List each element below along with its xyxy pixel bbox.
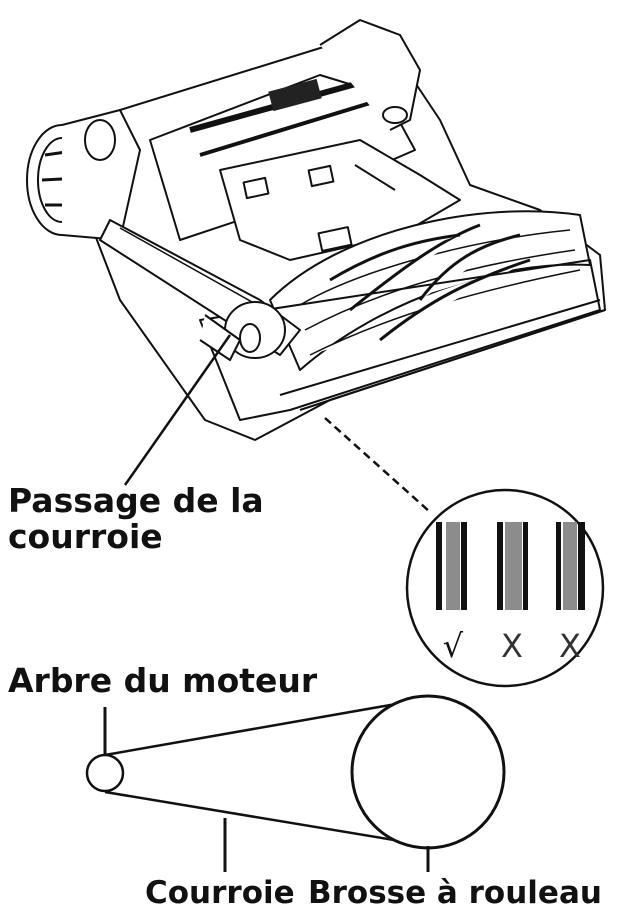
belt-path-leader-line xyxy=(123,334,232,486)
belt-path-label: Passage de la courroie xyxy=(8,481,275,556)
vacuum-brush-head-drawing xyxy=(26,19,606,441)
belt-path-label-line1: Passage de la xyxy=(8,481,264,520)
belt-path-label-line2: courroie xyxy=(8,517,163,556)
belt-wear-gauge: √ X X xyxy=(405,488,605,688)
check-mark-icon: √ xyxy=(443,627,464,665)
belt-sample-good xyxy=(436,522,467,610)
motor-shaft-label: Arbre du moteur xyxy=(8,661,318,700)
belt-upper-run xyxy=(104,696,431,757)
cross-mark-icon: X xyxy=(559,627,581,665)
cross-mark-icon: X xyxy=(501,627,523,665)
belt-sample-worn-1 xyxy=(497,522,528,610)
belt-lower-run xyxy=(104,790,431,848)
roller-brush-pulley xyxy=(350,694,506,850)
roller-brush-label: Brosse à rouleau xyxy=(308,875,602,911)
belt-label: Courroie xyxy=(145,875,295,911)
belt-pulley-schematic xyxy=(85,694,506,850)
motor-shaft-pulley xyxy=(85,753,125,793)
belt-sample-worn-2 xyxy=(556,522,585,610)
gauge-dashed-leader xyxy=(324,417,431,513)
